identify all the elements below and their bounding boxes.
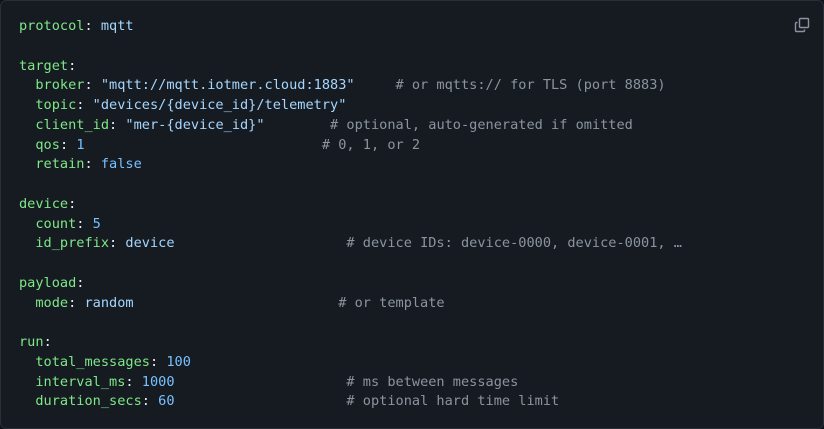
colon: : [109, 116, 118, 133]
colon: : [68, 57, 77, 74]
code-line-target: target: [19, 57, 682, 77]
code-line-duration-secs: duration_secs: 60 # optional hard time l… [19, 392, 682, 412]
yaml-value: "mer-{device_id}" [125, 116, 265, 133]
blank-line [19, 313, 682, 333]
colon: : [59, 136, 69, 153]
yaml-comment: # optional, auto-generated if omitted [330, 116, 633, 133]
colon: : [84, 77, 93, 94]
yaml-key: qos [35, 136, 60, 153]
colon: : [84, 18, 93, 34]
colon: : [43, 334, 52, 350]
yaml-value: "mqtt://mqtt.iotmer.cloud:1883" [100, 77, 355, 94]
yaml-comment: # optional hard time limit [346, 393, 560, 410]
code-line-payload: payload: [19, 274, 682, 294]
colon: : [76, 274, 85, 291]
yaml-key: mode [35, 294, 69, 311]
yaml-value: "devices/{device_id}/telemetry" [92, 97, 347, 113]
yaml-comment: # device IDs: device-0000, device-0001, … [346, 235, 682, 252]
blank-line [19, 254, 682, 274]
code-line-retain: retain: false [19, 155, 682, 175]
colon: : [149, 353, 159, 370]
yaml-key: duration_secs [35, 393, 142, 410]
yaml-value: random [84, 294, 134, 311]
code-line-client-id: client_id: "mer-{device_id}" # optional,… [19, 116, 682, 136]
yaml-comment: # or template [338, 294, 445, 311]
copy-button[interactable] [793, 16, 811, 34]
yaml-key: interval_ms [35, 373, 126, 390]
yaml-value: mqtt [100, 18, 134, 34]
yaml-value: 5 [92, 215, 101, 232]
yaml-key: payload [19, 274, 77, 291]
yaml-value: device [125, 235, 175, 252]
yaml-key: topic [35, 97, 77, 113]
yaml-key: protocol [19, 18, 85, 34]
yaml-value: 1000 [141, 373, 175, 390]
yaml-key: total_messages [35, 353, 150, 370]
yaml-value: 1 [76, 136, 85, 153]
colon: : [68, 294, 77, 311]
code-line-broker: broker: "mqtt://mqtt.iotmer.cloud:1883" … [19, 76, 682, 96]
code-line-run: run: [19, 333, 682, 353]
colon: : [76, 215, 85, 232]
colon: : [84, 156, 93, 173]
copy-icon [794, 17, 810, 33]
yaml-key: target [19, 57, 69, 74]
yaml-key: count [35, 215, 77, 232]
colon: : [125, 373, 134, 390]
yaml-key: device [19, 195, 69, 212]
code-line-id-prefix: id_prefix: device # device IDs: device-0… [19, 234, 682, 254]
yaml-code: protocol: mqtt target: broker: "mqtt://mq… [19, 17, 682, 412]
blank-line [19, 37, 682, 57]
code-line-count: count: 5 [19, 215, 682, 235]
colon: : [76, 97, 85, 113]
code-line-protocol: protocol: mqtt [19, 17, 682, 37]
code-line-qos: qos: 1 # 0, 1, or 2 [19, 136, 682, 156]
yaml-key: client_id [35, 116, 110, 133]
yaml-value: 60 [158, 393, 175, 410]
yaml-key: run [19, 334, 44, 350]
code-line-total-messages: total_messages: 100 [19, 353, 682, 373]
yaml-comment: # or mqtts:// for TLS (port 8883) [395, 77, 666, 94]
yaml-comment: # ms between messages [346, 373, 519, 390]
yaml-comment: # 0, 1, or 2 [321, 136, 421, 153]
code-line-interval-ms: interval_ms: 1000 # ms between messages [19, 373, 682, 393]
colon: : [141, 393, 150, 410]
yaml-key: retain [35, 156, 85, 173]
code-line-device: device: [19, 195, 682, 215]
colon: : [109, 235, 118, 252]
yaml-value: 100 [166, 353, 191, 370]
yaml-key: id_prefix [35, 235, 110, 252]
blank-line [19, 175, 682, 195]
yaml-key: broker [35, 77, 85, 94]
colon: : [68, 195, 77, 212]
yaml-value: false [100, 156, 142, 173]
code-line-mode: mode: random # or template [19, 294, 682, 314]
code-line-topic: topic: "devices/{device_id}/telemetry" [19, 96, 682, 116]
